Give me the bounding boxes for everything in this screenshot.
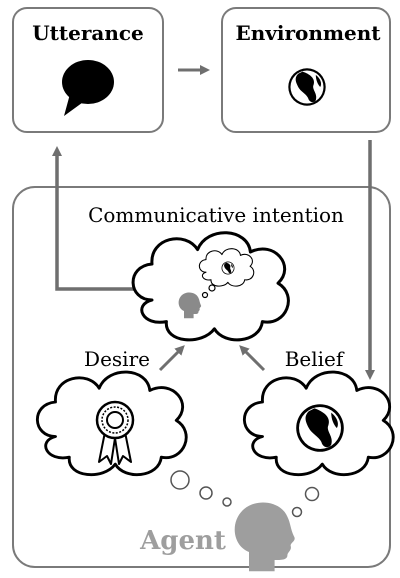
globe-icon (296, 404, 344, 452)
thought-dot (201, 291, 209, 299)
globe-icon (288, 68, 326, 106)
arrow-intention-to-utterance (52, 146, 138, 291)
award-ribbon-icon (95, 400, 135, 465)
communicative-intention-title: Communicative intention (88, 203, 344, 227)
arrow-desire-to-intention (158, 345, 185, 372)
thought-dot (208, 284, 216, 292)
arrow-belief-to-intention (239, 345, 266, 372)
thought-bubbles-left (170, 470, 232, 507)
environment-box: Environment (221, 7, 391, 133)
intention-inner-globe-icon (221, 261, 235, 275)
agent-label: Agent (139, 526, 226, 556)
environment-label: Environment (235, 21, 381, 45)
utterance-label: Utterance (32, 21, 144, 45)
belief-label: Belief (285, 347, 345, 371)
desire-label: Desire (84, 347, 150, 371)
utterance-box: Utterance (12, 7, 164, 133)
speech-bubble-icon (62, 60, 114, 116)
thought-bubbles-right (291, 486, 320, 518)
